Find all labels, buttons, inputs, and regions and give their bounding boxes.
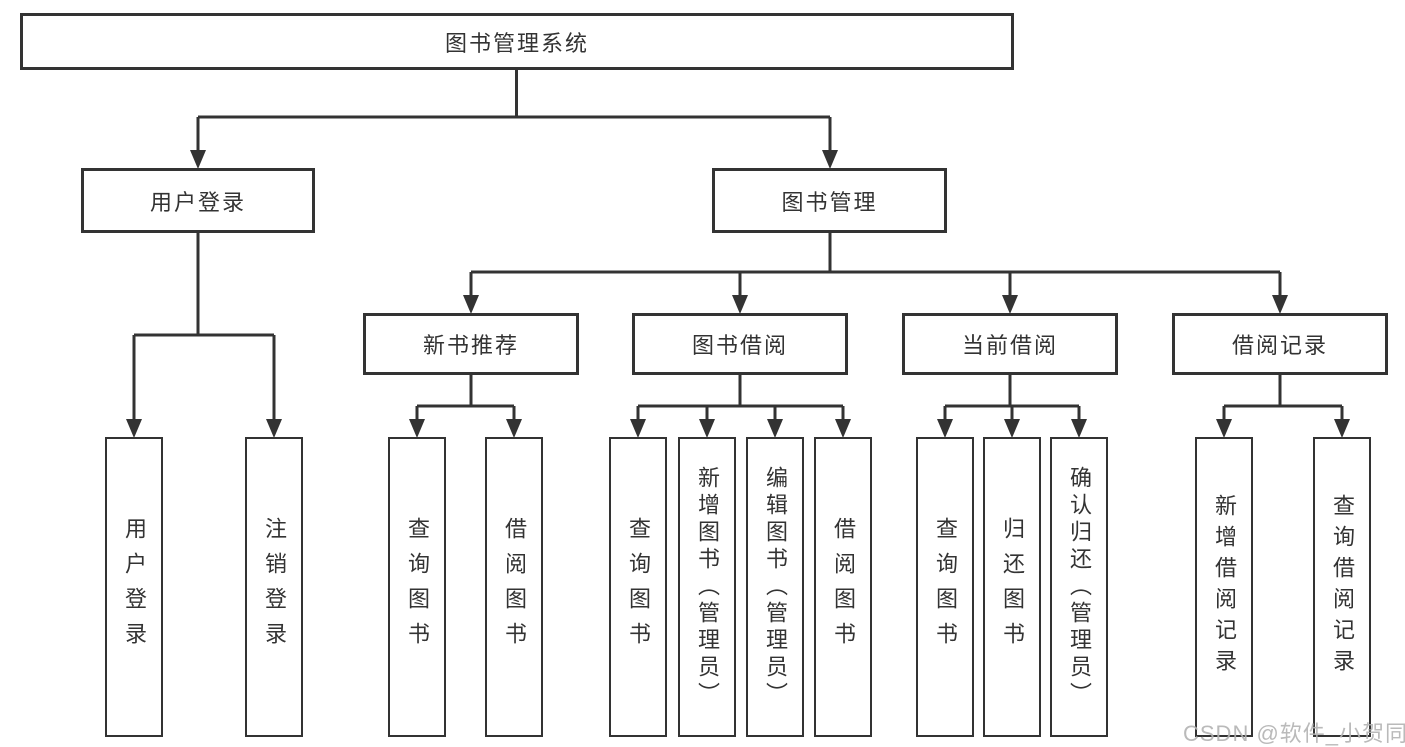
leaf-logout-label: 注销登录 [262, 517, 287, 657]
leaf-query-borrow-record-label: 查询借阅记录 [1330, 494, 1355, 680]
leaf-user-login: 用户登录 [105, 437, 163, 737]
leaf-query-books-borrowing: 查询图书 [609, 437, 667, 737]
leaf-user-login-label: 用户登录 [122, 517, 147, 657]
node-library-system: 图书管理系统 [20, 13, 1014, 70]
leaf-query-borrow-record: 查询借阅记录 [1313, 437, 1371, 737]
csdn-watermark: CSDN @软件_小贺同学 [1183, 721, 1405, 746]
leaf-logout: 注销登录 [245, 437, 303, 737]
leaf-add-book-admin-label: 新增图书（管理员） [695, 465, 720, 709]
leaf-add-borrow-record-label: 新增借阅记录 [1212, 494, 1237, 680]
node-user-login: 用户登录 [81, 168, 315, 233]
leaf-edit-book-admin: 编辑图书（管理员） [746, 437, 804, 737]
leaf-borrow-books-recommend: 借阅图书 [485, 437, 543, 737]
leaf-edit-book-admin-label: 编辑图书（管理员） [763, 465, 788, 709]
leaf-borrow-books-borrowing-label: 借阅图书 [831, 517, 856, 657]
leaf-return-books-label: 归还图书 [1000, 517, 1025, 657]
leaf-query-books-current: 查询图书 [916, 437, 974, 737]
leaf-borrow-books-recommend-label: 借阅图书 [502, 517, 527, 657]
leaf-query-books-recommend: 查询图书 [388, 437, 446, 737]
node-book-management: 图书管理 [712, 168, 947, 233]
node-current-borrowing: 当前借阅 [902, 313, 1118, 375]
node-book-borrowing: 图书借阅 [632, 313, 848, 375]
node-borrowing-records: 借阅记录 [1172, 313, 1388, 375]
leaf-add-book-admin: 新增图书（管理员） [678, 437, 736, 737]
leaf-query-books-borrowing-label: 查询图书 [626, 517, 651, 657]
leaf-query-books-recommend-label: 查询图书 [405, 517, 430, 657]
leaf-confirm-return-admin: 确认归还（管理员） [1050, 437, 1108, 737]
leaf-confirm-return-admin-label: 确认归还（管理员） [1067, 465, 1092, 709]
leaf-borrow-books-borrowing: 借阅图书 [814, 437, 872, 737]
node-new-book-recommend: 新书推荐 [363, 313, 579, 375]
leaf-add-borrow-record: 新增借阅记录 [1195, 437, 1253, 737]
leaf-return-books: 归还图书 [983, 437, 1041, 737]
leaf-query-books-current-label: 查询图书 [933, 517, 958, 657]
